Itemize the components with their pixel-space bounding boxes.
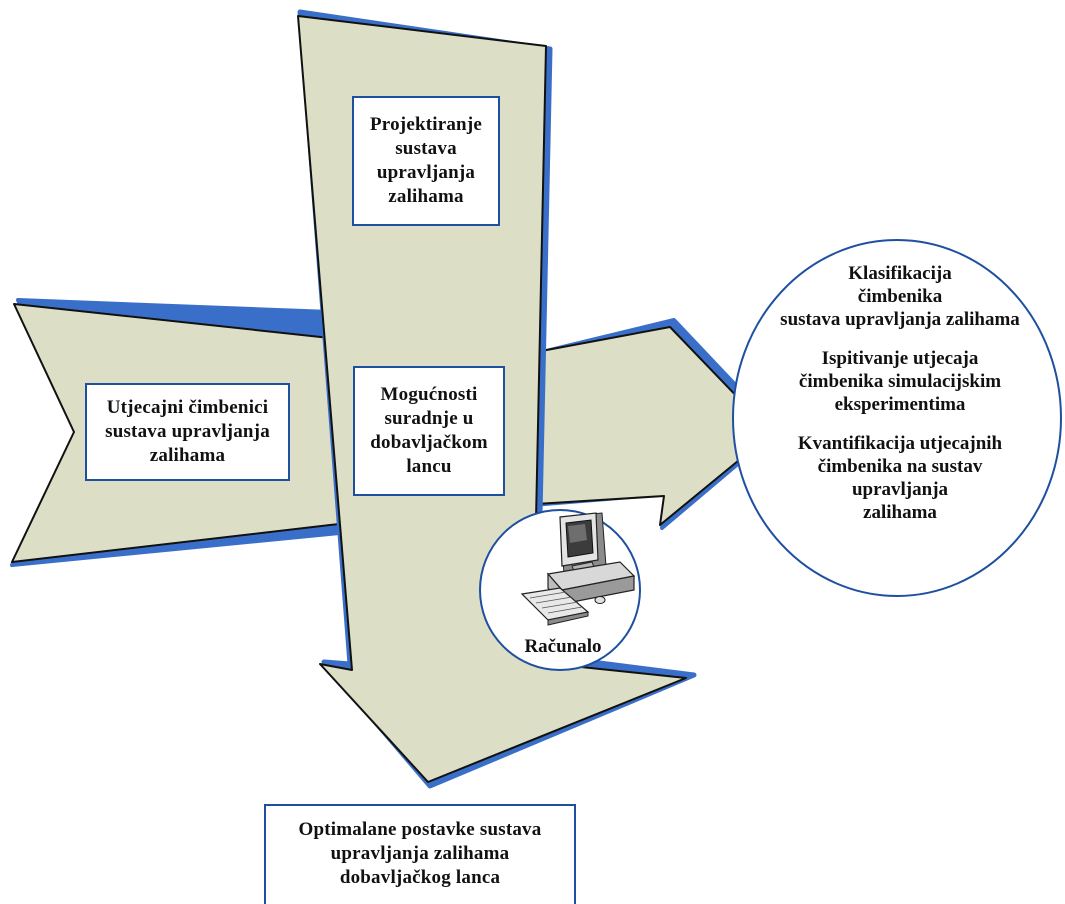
computer-label: Računalo bbox=[524, 636, 602, 657]
quantification-line-1: Kvantifikacija utjecajnih bbox=[797, 433, 1003, 454]
classification-line-2: čimbenika bbox=[857, 286, 943, 307]
collaboration-line-1: Mogućnosti bbox=[380, 384, 478, 405]
optimal-line-1: Optimalane postavke sustava bbox=[298, 819, 542, 840]
results-ellipse bbox=[732, 239, 1062, 597]
design-box: Projektiranje sustava upravljanja zaliha… bbox=[352, 96, 500, 226]
quantification-line-3: upravljanja bbox=[851, 479, 949, 500]
testing-line-3: eksperimentima bbox=[834, 394, 966, 415]
testing-line-2: čimbenika simulacijskim bbox=[798, 371, 1002, 392]
factors-line-3: zalihama bbox=[149, 445, 226, 466]
factors-box: Utjecajni čimbenici sustava upravljanja … bbox=[85, 383, 290, 481]
classification-line-3: sustava upravljanja zalihama bbox=[780, 309, 1020, 330]
testing-line-1: Ispitivanje utjecaja bbox=[821, 348, 979, 369]
collaboration-line-2: suradnje u bbox=[384, 408, 474, 429]
results-text: Klasifikacija čimbenika sustava upravlja… bbox=[740, 262, 1060, 524]
optimal-line-2: upravljanja zalihama bbox=[330, 843, 510, 864]
collaboration-line-4: lancu bbox=[406, 456, 452, 477]
factors-line-1: Utjecajni čimbenici bbox=[106, 397, 269, 418]
optimal-line-3: dobavljačkog lanca bbox=[339, 867, 501, 888]
optimal-box: Optimalane postavke sustava upravljanja … bbox=[264, 804, 576, 904]
design-line-2: sustava bbox=[395, 138, 457, 159]
quantification-line-4: zalihama bbox=[863, 502, 937, 523]
collaboration-box: Mogućnosti suradnje u dobavljačkom lancu bbox=[353, 366, 505, 496]
quantification-line-2: čimbenika na sustav bbox=[817, 456, 983, 477]
computer-icon bbox=[520, 512, 636, 626]
design-line-3: upravljanja bbox=[376, 162, 476, 183]
classification-line-1: Klasifikacija bbox=[848, 263, 952, 284]
factors-line-2: sustava upravljanja bbox=[105, 421, 270, 442]
design-line-4: zalihama bbox=[388, 186, 464, 207]
collaboration-line-3: dobavljačkom bbox=[370, 432, 488, 453]
design-line-1: Projektiranje bbox=[370, 114, 482, 135]
